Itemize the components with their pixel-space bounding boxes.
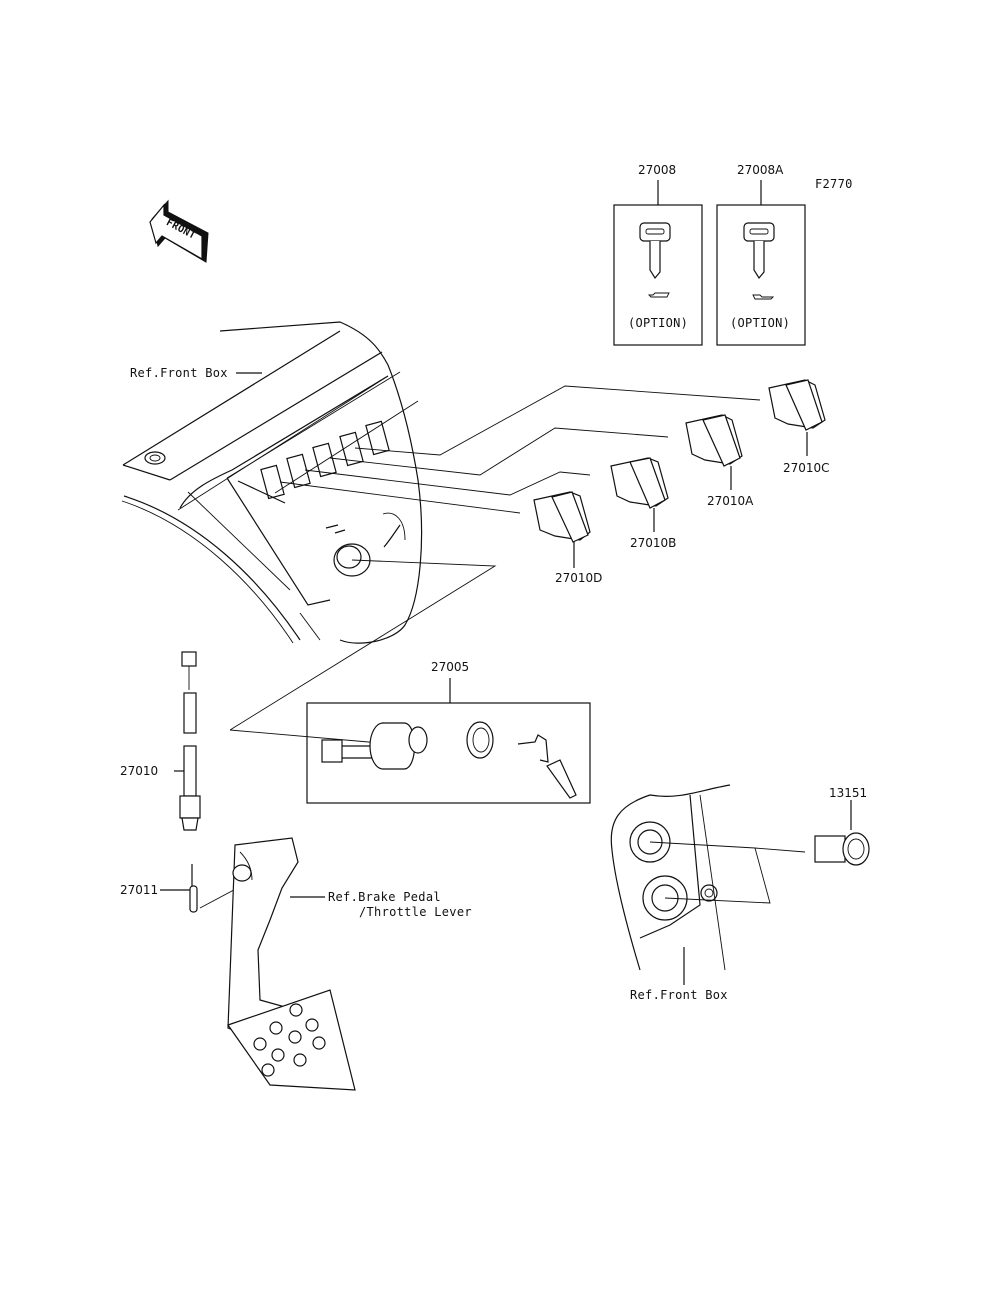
rocker-switch-a	[685, 414, 743, 490]
brake-pedal-illustration	[227, 837, 356, 1091]
part-number-27011[interactable]: 27011	[120, 883, 159, 897]
socket	[814, 800, 870, 866]
front-arrow-icon	[149, 199, 209, 263]
leader-lines-switches	[229, 385, 761, 744]
key-blank-box-2	[716, 180, 806, 346]
part-number-27008[interactable]: 27008	[638, 163, 677, 177]
part-number-27010[interactable]: 27010	[120, 764, 159, 778]
part-number-27005[interactable]: 27005	[431, 660, 470, 674]
part-number-27010c[interactable]: 27010C	[783, 461, 830, 475]
rocker-switch-b	[610, 457, 669, 532]
ref-front-box-top: Ref.Front Box	[130, 366, 228, 380]
key-blank-box-1	[613, 180, 703, 346]
option-note-1: (OPTION)	[628, 316, 689, 330]
front-box-bottom-illustration	[610, 784, 806, 985]
part-number-13151[interactable]: 13151	[829, 786, 868, 800]
ref-front-box-bottom: Ref.Front Box	[630, 988, 728, 1002]
part-number-27010d[interactable]: 27010D	[555, 571, 603, 585]
part-number-27010a[interactable]: 27010A	[707, 494, 754, 508]
option-note-2: (OPTION)	[730, 316, 791, 330]
brake-light-switch	[174, 651, 201, 831]
figure-id: F2770	[815, 177, 853, 191]
ref-throttle-lever: /Throttle Lever	[359, 905, 472, 919]
ignition-switch-box	[306, 678, 591, 804]
part-number-27008a[interactable]: 27008A	[737, 163, 784, 177]
front-box-illustration	[121, 321, 423, 644]
rocker-switch-d	[533, 491, 591, 568]
ref-brake-pedal: Ref.Brake Pedal	[328, 890, 441, 904]
rocker-switch-c	[768, 379, 826, 456]
part-number-27010b[interactable]: 27010B	[630, 536, 677, 550]
